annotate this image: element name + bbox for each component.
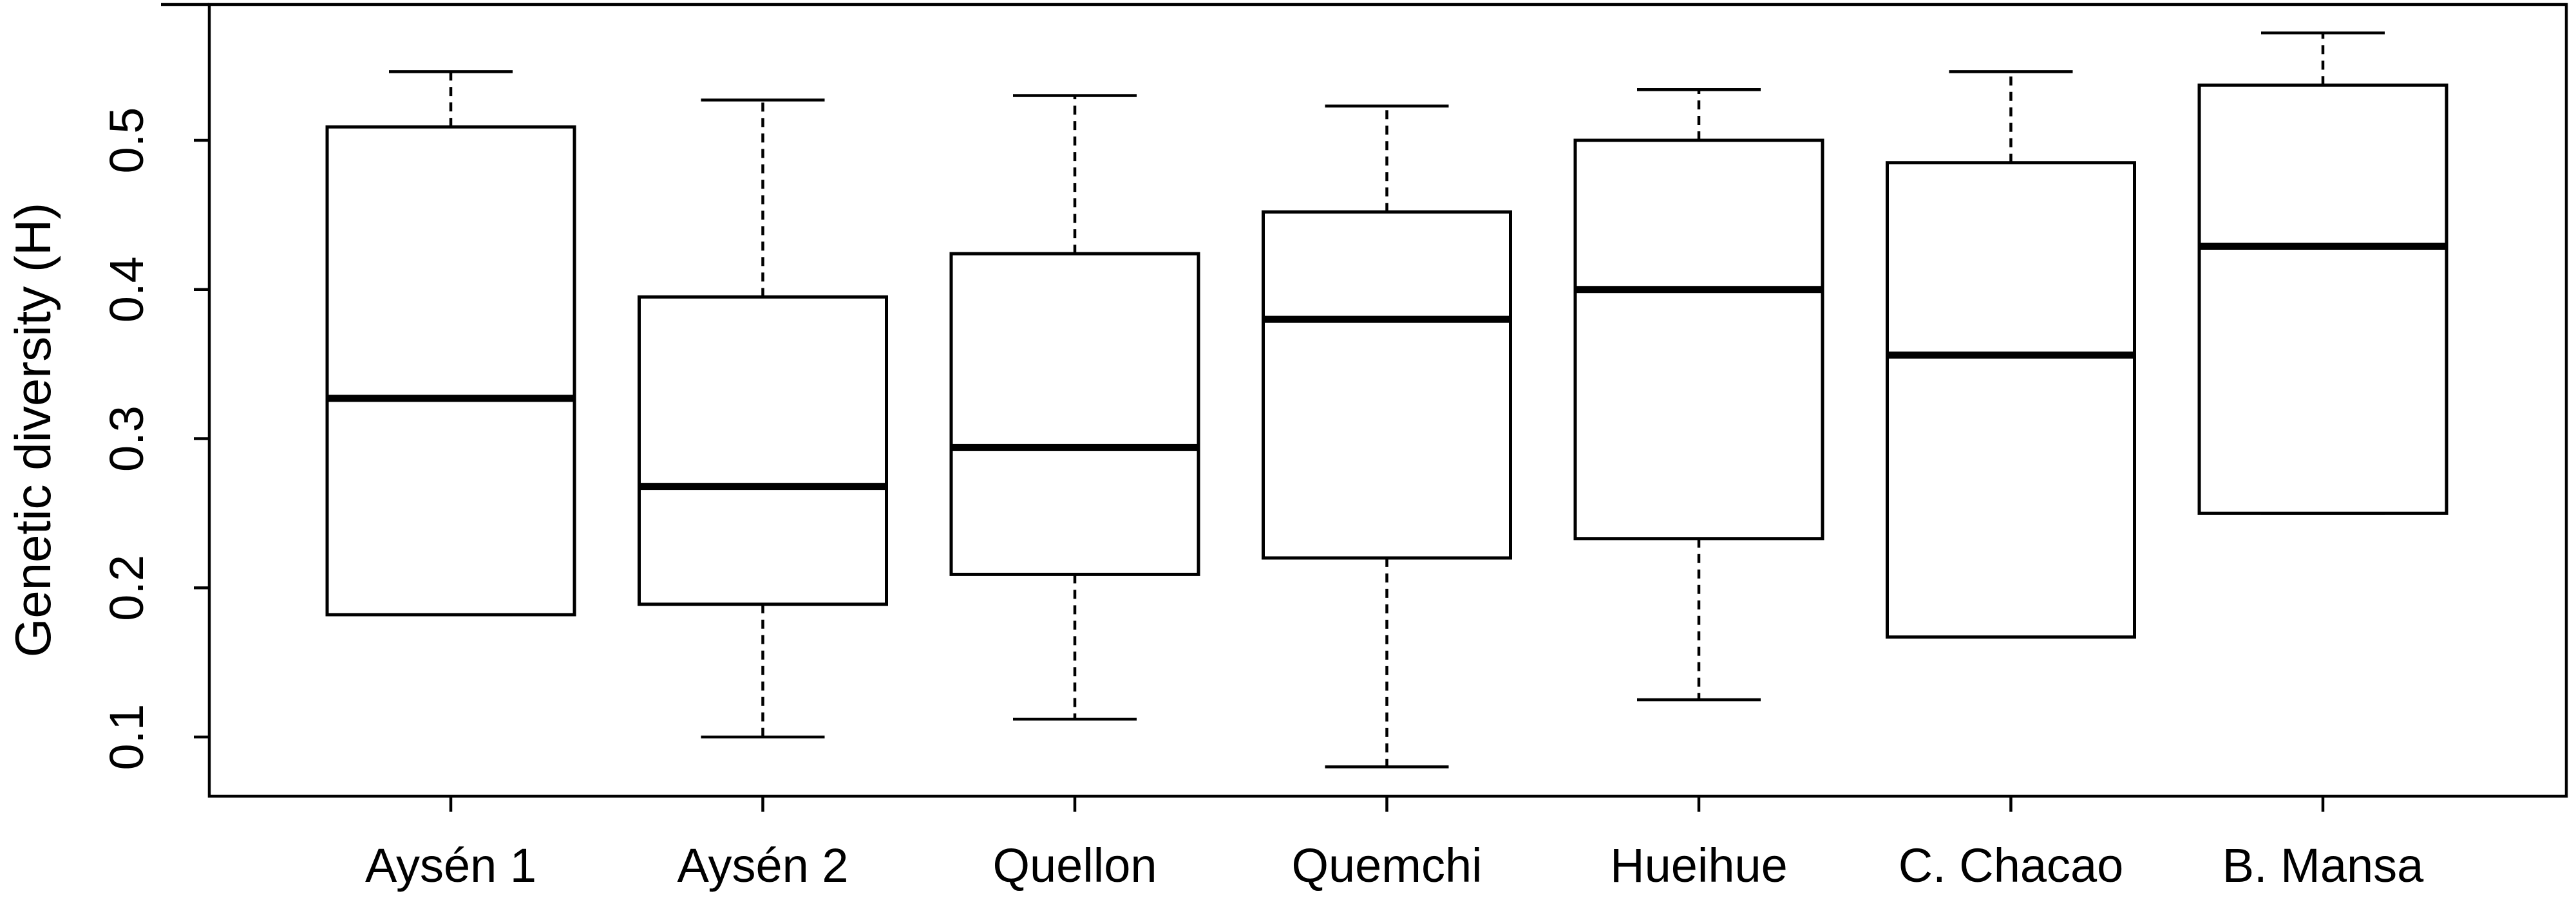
y-tick-label: 0.1: [100, 704, 153, 770]
boxes-layer: [325, 31, 2448, 769]
box-5-iqr-box: [1886, 161, 2136, 639]
box-1: [638, 98, 888, 739]
box-6-iqr-box: [2197, 83, 2448, 515]
y-axis-title: Genetic diversity (H): [5, 203, 61, 658]
x-tick-label: Quemchi: [1291, 839, 1482, 892]
x-tick-label: Quellon: [992, 839, 1157, 892]
x-tick-label: C. Chacao: [1899, 839, 2124, 892]
box-3-iqr-box: [1262, 210, 1512, 560]
box-4: [1573, 88, 1824, 702]
x-tick-label: Aysén 1: [365, 839, 536, 892]
y-tick-label: 0.4: [100, 256, 153, 322]
x-tick-label: Aysén 2: [677, 839, 848, 892]
x-tick-label: B. Mansa: [2222, 839, 2424, 892]
box-4-iqr-box: [1573, 138, 1824, 541]
box-0: [325, 70, 576, 617]
y-tick-label: 0.2: [100, 555, 153, 621]
y-tick-label: 0.3: [100, 406, 153, 472]
y-axis-ticks: 0.1 0.2 0.3 0.4 0.5: [100, 107, 209, 770]
y-tick-label: 0.5: [100, 107, 153, 174]
box-1-iqr-box: [638, 295, 888, 606]
box-6: [2197, 31, 2448, 515]
box-3: [1262, 104, 1512, 769]
x-tick-label: Hueihue: [1610, 839, 1788, 892]
box-2-iqr-box: [949, 252, 1200, 576]
box-2: [949, 94, 1200, 721]
x-axis-ticks: Aysén 1 Aysén 2 Quellon Quemchi Hueihue C. Ch…: [365, 796, 2424, 892]
box-5: [1886, 70, 2136, 639]
box-0-iqr-box: [325, 125, 576, 617]
